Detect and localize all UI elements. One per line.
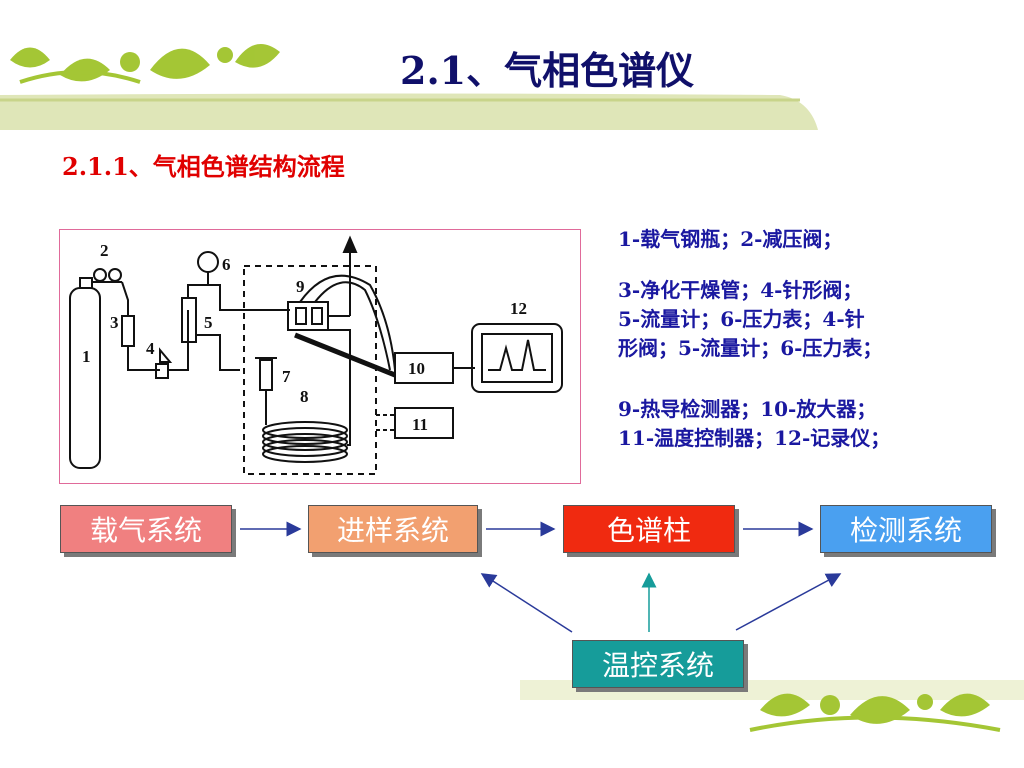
svg-text:12: 12 — [510, 299, 527, 318]
recorder — [471, 323, 563, 393]
detection-system-box: 检测系统 — [820, 505, 992, 553]
temperature-controller — [394, 407, 454, 439]
svg-text:1: 1 — [82, 347, 91, 366]
svg-text:5: 5 — [204, 313, 213, 332]
page-title: 2.1、气相色谱仪 — [400, 48, 695, 93]
svg-text:3: 3 — [110, 313, 119, 332]
gc-schematic: 1 2 3 4 5 6 7 8 9 10 11 12 — [69, 235, 563, 475]
footer-decoration — [520, 680, 1024, 732]
injection-system-box: 进样系统 — [308, 505, 478, 553]
svg-text:10: 10 — [408, 359, 425, 378]
svg-text:6: 6 — [222, 255, 231, 274]
svg-text:8: 8 — [300, 387, 309, 406]
legend-line-1: 1-载气钢瓶；2-减压阀； — [618, 227, 843, 251]
chromatographic-column-box: 色谱柱 — [563, 505, 735, 553]
temperature-control-system-box: 温控系统 — [572, 640, 744, 688]
svg-text:2: 2 — [100, 241, 109, 260]
legend-line-2: 3-净化干燥管；4-针形阀； 5-流量计；6-压力表；4-针 形阀；5-流量计；… — [618, 278, 883, 360]
carrier-gas-cylinder — [69, 287, 101, 469]
svg-text:7: 7 — [282, 367, 291, 386]
svg-text:11: 11 — [412, 415, 428, 434]
svg-text:4: 4 — [146, 339, 155, 358]
header-decoration — [0, 44, 1024, 140]
svg-text:9: 9 — [296, 277, 305, 296]
carrier-gas-system-box: 载气系统 — [60, 505, 232, 553]
pressure-gauge — [197, 251, 219, 273]
section-subtitle: 2.1.1、气相色谱结构流程 — [62, 152, 345, 181]
legend-line-3: 9-热导检测器；10-放大器； 11-温度控制器；12-记录仪； — [618, 397, 891, 450]
chromatographic-column-coil — [262, 421, 348, 463]
gc-schematic-frame: 1 2 3 4 5 6 7 8 9 10 11 12 — [59, 229, 581, 484]
